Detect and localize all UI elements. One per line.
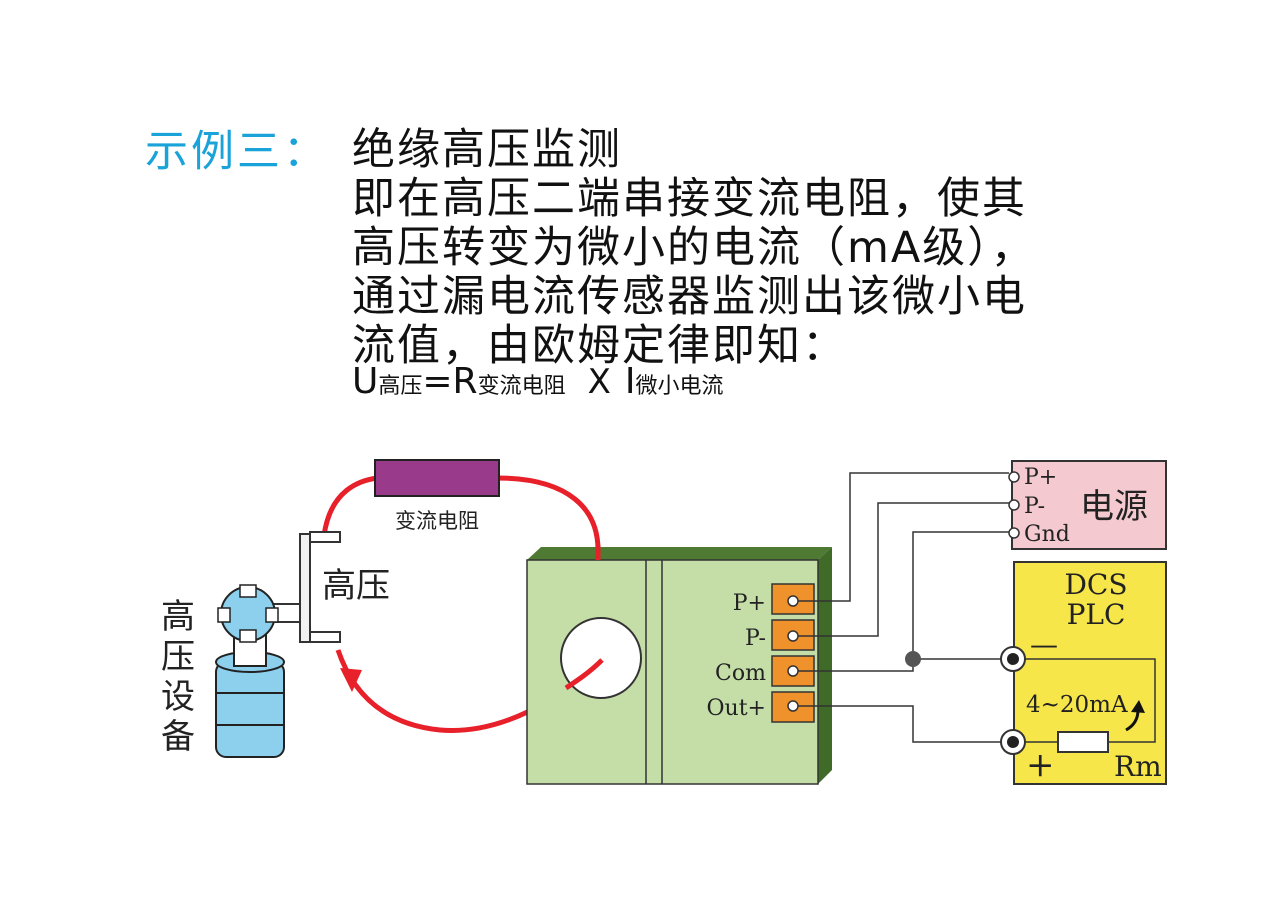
description-block: 示例三： 绝缘高压监测 即在高压二端串接变流电阻，使其 高压转变为微小的电流（m… — [0, 0, 1280, 420]
formula-r-subscript: 变流电阻 — [477, 374, 566, 399]
description-title: 绝缘高压监测 — [352, 125, 622, 175]
power-supply-box — [1011, 460, 1167, 550]
terminal-label-p-minus: P- — [745, 626, 766, 651]
current-range-label: 4~20mA — [1026, 692, 1128, 718]
example-label: 示例三： — [145, 127, 329, 177]
dcs-internal-loop — [1025, 658, 1156, 743]
formula-equals-r: =R — [422, 361, 478, 402]
terminal-block — [771, 583, 815, 723]
rm-label: Rm — [1114, 750, 1162, 783]
hv-label: 高压 — [322, 566, 390, 606]
description-line: 流值，由欧姆定律即知： — [352, 321, 847, 371]
current-arrow-head — [1131, 700, 1145, 713]
power-pin-gnd: Gnd — [1024, 522, 1070, 547]
terminal-label-p-plus: P+ — [733, 591, 766, 616]
equipment-label-char: 压 — [161, 637, 195, 677]
leakage-sensor — [526, 547, 832, 785]
power-pin-p-plus: P+ — [1024, 465, 1057, 490]
red-wire-top-right — [496, 475, 601, 551]
power-pin-dot — [1008, 499, 1020, 511]
description-line: 通过漏电流传感器监测出该微小电 — [352, 272, 1027, 322]
power-pin-dot — [1008, 527, 1020, 539]
formula-u-subscript: 高压 — [378, 374, 423, 399]
terminal-label-com: Com — [715, 661, 766, 686]
hv-clamp-bottom — [309, 631, 341, 643]
formula-i: I — [624, 361, 636, 402]
hv-busbar — [299, 533, 311, 643]
equipment-label-char: 备 — [161, 717, 195, 757]
junction-dot — [905, 651, 921, 667]
formula-i-subscript: 微小电流 — [635, 374, 724, 399]
current-direction-arrow — [340, 668, 362, 692]
red-wire-hole-exit — [564, 658, 604, 691]
description-line: 高压转变为微小的电流（mA级）， — [352, 223, 1036, 273]
wire-com — [798, 531, 1009, 672]
formula-times: X — [587, 362, 611, 402]
red-wire-top — [321, 475, 379, 537]
plc-label: PLC — [1067, 598, 1126, 631]
limiting-resistor — [374, 459, 500, 497]
dcs-minus-sign: — — [1030, 628, 1058, 661]
power-pin-p-minus: P- — [1024, 494, 1045, 519]
wire-p-plus — [798, 472, 1009, 602]
equipment-label-char: 设 — [161, 677, 195, 717]
equipment-label-char: 高 — [161, 597, 195, 637]
dcs-input-minus — [1000, 646, 1026, 672]
description-line: 即在高压二端串接变流电阻，使其 — [352, 174, 1027, 224]
hv-clamp-top — [309, 531, 341, 543]
terminal-label-out-plus: Out+ — [707, 696, 766, 721]
dcs-label: DCS — [1064, 568, 1127, 601]
rm-resistor — [1057, 731, 1109, 753]
resistor-label: 变流电阻 — [395, 509, 479, 533]
dcs-input-plus — [1000, 729, 1026, 755]
hv-equipment — [215, 584, 285, 758]
dcs-plus-sign: + — [1026, 745, 1055, 785]
description-paragraph: 绝缘高压监测 即在高压二端串接变流电阻，使其 高压转变为微小的电流（mA级）， … — [352, 124, 1036, 371]
power-supply-label: 电源 — [1080, 487, 1148, 527]
wire-out-plus — [798, 705, 1001, 743]
power-pin-dot — [1008, 471, 1020, 483]
formula-u: U — [352, 361, 379, 402]
wire-p-minus — [798, 502, 1009, 637]
